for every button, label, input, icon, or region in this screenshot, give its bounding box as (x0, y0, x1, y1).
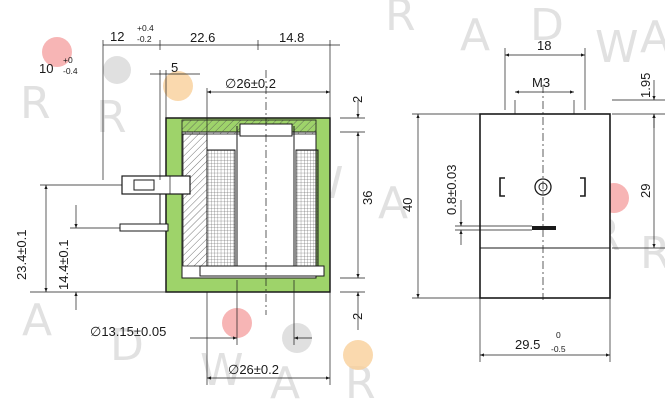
dim-12-tol-upper: +0.4 (137, 23, 154, 33)
orange-dot (343, 340, 373, 370)
dim-10-tol-upper: +0 (63, 55, 73, 65)
watermark-letter: D (530, 0, 564, 51)
dim-29-5: 29.5 (515, 337, 540, 352)
watermark-letter: D (110, 320, 144, 371)
dim-5: 5 (171, 60, 178, 75)
watermark-letter: A (22, 295, 52, 346)
dim-12: 12 (110, 29, 124, 44)
side-labels: 18 1.95 M3 0.8±0.03 40 29 29.5 0 -0.5 (400, 38, 653, 354)
dim-29-5-tol-lower: -0.5 (551, 344, 566, 354)
dim-dia-26-bot: ∅26±0.2 (228, 362, 279, 377)
dim-12-tol-lower: -0.2 (137, 34, 152, 44)
dim-14-8: 14.8 (279, 30, 304, 45)
dim-22-6: 22.6 (190, 30, 215, 45)
watermark-letter: R (385, 0, 416, 41)
section-labels: 12 +0.4 -0.2 10 +0 -0.4 5 22.6 14.8 ∅26±… (14, 23, 375, 377)
dim-10-tol-lower: -0.4 (63, 66, 78, 76)
decor-dots (42, 37, 629, 370)
dim-23-4: 23.4±0.1 (14, 229, 29, 280)
watermark-letter: R (20, 78, 51, 129)
dim-40: 40 (400, 198, 415, 212)
dim-10: 10 (39, 61, 53, 76)
dim-dia-13-15: ∅13.15±0.05 (90, 324, 166, 339)
dim-1-95: 1.95 (638, 73, 653, 98)
dim-0-8: 0.8±0.03 (444, 164, 459, 215)
ground-pin (119, 223, 169, 232)
dim-14-4: 14.4±0.1 (56, 239, 71, 290)
bracket-left (499, 177, 505, 197)
dim-29-5-tol-upper: 0 (556, 330, 561, 340)
side-dimensions (412, 48, 665, 362)
section-dimensions (30, 40, 365, 385)
gray-dot (103, 56, 131, 84)
dim-36: 36 (360, 191, 375, 205)
dim-dia-26-top: ∅26±0.2 (225, 76, 276, 91)
watermark-letter: R (640, 228, 665, 279)
watermark-letter: R (96, 92, 127, 143)
dim-29: 29 (638, 184, 653, 198)
coil-body (479, 113, 611, 299)
side-view (479, 85, 611, 300)
dim-2-bot: 2 (350, 313, 365, 320)
dim-m3: M3 (532, 75, 550, 90)
orange-dot (163, 71, 193, 101)
dim-18: 18 (537, 38, 551, 53)
watermark-letter: W (595, 22, 639, 73)
watermark-letter: A (460, 10, 490, 61)
watermark-letter: A (640, 12, 665, 63)
dim-2-top: 2 (350, 96, 365, 103)
pin-slot (532, 226, 556, 230)
red-dot (42, 37, 72, 67)
spade-terminal (121, 175, 191, 195)
bracket-right (580, 177, 586, 197)
section-view (119, 70, 331, 315)
watermark-letter: A (378, 178, 408, 229)
